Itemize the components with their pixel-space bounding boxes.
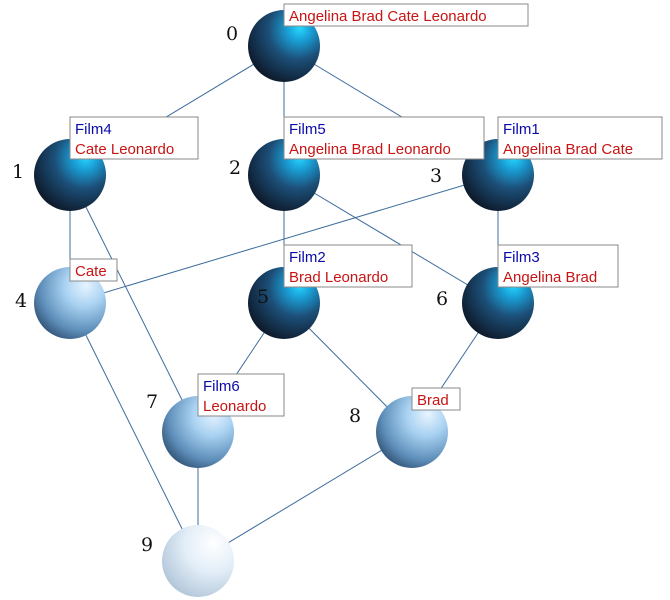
node-actors-label-5: Brad Leonardo	[289, 269, 388, 286]
node-actors-label-7: Leonardo	[203, 398, 266, 415]
node-number-4: 4	[15, 290, 27, 312]
node-4[interactable]: 4	[15, 267, 106, 339]
label-box-frame-2	[283, 116, 485, 160]
edge-3-4	[69, 174, 499, 304]
node-number-2: 2	[229, 157, 241, 179]
node-number-5: 5	[257, 286, 269, 308]
label-box-frame-5	[283, 244, 413, 288]
node-actors-label-3: Angelina Brad Cate	[503, 141, 633, 158]
node-number-8: 8	[349, 405, 361, 427]
edge-1-7	[69, 174, 199, 433]
node-actors-label-8: Brad	[417, 392, 449, 409]
node-film-label-1: Film4	[75, 121, 112, 138]
node-label-box-4: Cate	[69, 258, 118, 282]
label-box-frame-0	[283, 3, 529, 27]
node-label-box-8: Brad	[411, 387, 461, 411]
edge-4-9	[69, 302, 199, 562]
node-number-6: 6	[436, 288, 448, 310]
label-box-frame-8	[411, 387, 461, 411]
node-actors-label-0: Angelina Brad Cate Leonardo	[289, 8, 487, 25]
label-box-frame-1	[69, 116, 199, 160]
edge-2-6	[283, 174, 499, 304]
label-box-frame-4	[69, 258, 118, 282]
node-sphere-9[interactable]	[162, 525, 234, 597]
label-box-frame-7	[197, 373, 285, 417]
edge-8-9	[197, 431, 413, 562]
node-9[interactable]: 9	[141, 525, 234, 597]
node-8[interactable]: 8	[349, 396, 448, 468]
node-actors-label-2: Angelina Brad Leonardo	[289, 141, 451, 158]
label-box-frame-6	[497, 244, 619, 288]
node-film-label-6: Film3	[503, 249, 540, 266]
node-sphere-0[interactable]	[248, 10, 320, 82]
node-number-9: 9	[141, 534, 153, 556]
node-number-7: 7	[146, 391, 158, 413]
node-0[interactable]: 0	[226, 10, 320, 82]
node-sphere-4[interactable]	[34, 267, 106, 339]
label-box-frame-3	[497, 116, 663, 160]
node-film-label-3: Film1	[503, 121, 540, 138]
node-label-box-0: Angelina Brad Cate Leonardo	[283, 3, 529, 27]
node-actors-label-1: Cate Leonardo	[75, 141, 174, 158]
node-film-label-7: Film6	[203, 378, 240, 395]
node-film-label-2: Film5	[289, 121, 326, 138]
node-number-1: 1	[12, 161, 24, 183]
node-number-0: 0	[226, 23, 238, 45]
nodes-layer: 0 1 2 3 4 5 6 7 8 9	[12, 10, 534, 597]
node-actors-label-6: Angelina Brad	[503, 269, 597, 286]
node-sphere-8[interactable]	[376, 396, 448, 468]
node-actors-label-4: Cate	[75, 263, 107, 280]
node-film-label-5: Film2	[289, 249, 326, 266]
node-number-3: 3	[430, 165, 442, 187]
